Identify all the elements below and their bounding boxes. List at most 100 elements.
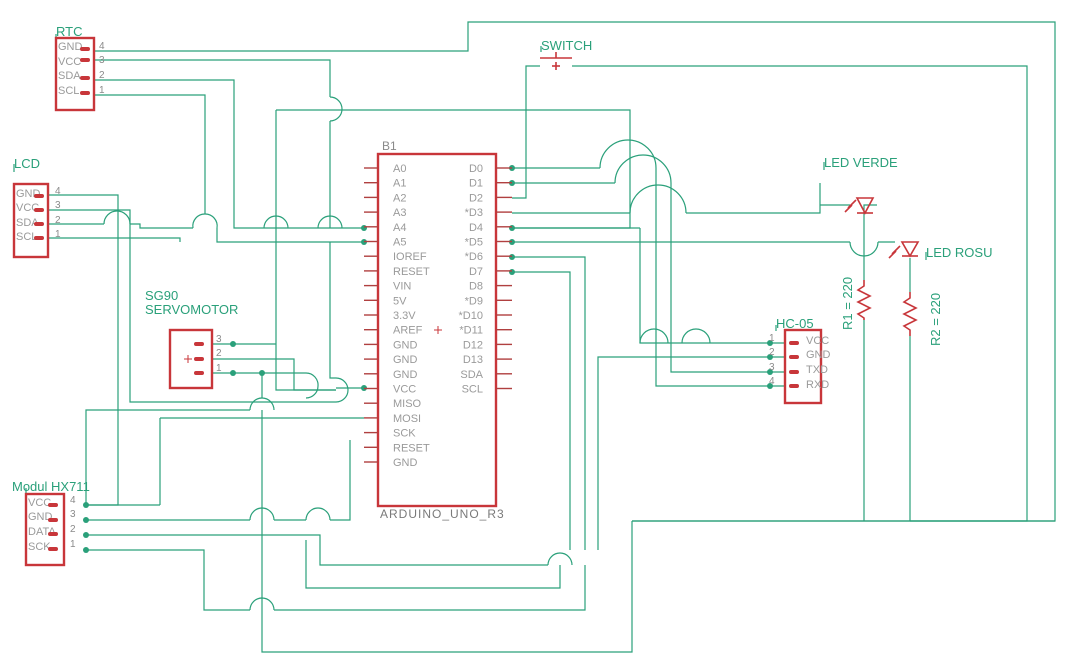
lcd-pin-mark [34,222,44,226]
led-red-arrow [888,250,897,259]
arduino-pin-label: AREF [393,325,423,337]
rtc-pin-label: SCL [58,85,79,97]
lcd-pin-label: SDA [16,217,39,229]
rtc-pin-number: 1 [99,85,105,96]
servo-pin-mark [194,342,204,346]
arduino-pin-label: D13 [463,354,483,366]
rtc-pin-mark [80,76,90,80]
arduino-pin-label: VIN [393,281,411,293]
rtc-module: RTC GND VCC SDA SCL 4 3 2 1 [54,24,105,112]
arduino-pin-label: D2 [469,192,483,204]
lcd-pin-number: 1 [55,229,61,240]
lcd-module: LCD GND VCC SDA SCL 4 3 2 1 [12,156,61,259]
wire-rtc-scl-b [216,228,364,243]
wire-a5-hop [317,215,343,229]
hx711-pin-label: SCK [28,541,51,553]
arduino-pin-label: SCK [393,428,416,440]
switch-title: SWITCH [541,38,592,53]
arduino-pin-label: SDA [460,369,483,381]
arduino-pin-label: *D5 [465,237,483,249]
wire-rtc-scl-hop [192,213,218,229]
servo-pin-mark [194,371,204,375]
wire-hc05-vcc-hop [639,328,669,344]
led-green-arrow [844,204,853,213]
arduino-board: B1 ARDUINO_UNO_R3 A0A1A2A3A4A5IOREFRESET… [364,139,512,521]
junction [767,383,773,389]
rtc-pin-label: SDA [58,70,81,82]
junction [83,547,89,553]
servo-pin-mark [194,357,204,361]
wire-hx711-sck-b [274,565,586,611]
arduino-pin-label: *D9 [465,295,483,307]
junction [83,517,89,523]
arduino-pin-label: 3.3V [393,310,416,322]
wire-rtc-scl [94,94,206,214]
hx711-pin-mark [48,503,58,507]
hx711-outline [24,492,66,567]
resistor-r2: R2 = 220 [902,292,943,346]
lcd-title: LCD [14,156,40,171]
wire-hx711-gnd2-c [330,440,351,521]
rtc-pin-label: VCC [58,56,81,68]
wire-d3-b [686,183,821,214]
servo-title-line2: SERVOMOTOR [145,302,238,317]
arduino-pin-label: *D6 [465,251,483,263]
lcd-pin-number: 2 [55,215,61,226]
led-red-title: LED ROSU [926,245,992,260]
wire-hc05-gnd-hop [681,328,711,344]
lcd-pin-mark [34,208,44,212]
arduino-pin-label: A5 [393,237,406,249]
led-green-title: LED VERDE [824,155,898,170]
wire-d6-route [512,256,586,550]
hx711-pin-mark [48,532,58,536]
lcd-pin-number: 4 [55,186,61,197]
hx711-pin-mark [48,547,58,551]
arduino-right-pins: D0D1D2*D3D4*D5*D6D7D8*D9*D10*D11D12D13SD… [459,163,512,396]
hx711-pin-number: 2 [70,524,76,535]
hx711-pin-label: VCC [28,497,51,509]
arduino-pin-label: RESET [393,442,430,454]
wire-rtc-vcc [94,59,331,97]
lcd-pin-label: VCC [16,202,39,214]
led-green: LED VERDE [823,155,898,215]
arduino-pin-label: D4 [469,222,483,234]
wire-vcc-rail [275,110,336,391]
wire-hx711-gnd2-hop2 [305,507,331,521]
wire-switch-left [512,65,540,199]
servo-pin-number: 2 [216,348,222,359]
junction [230,370,236,376]
junction [83,532,89,538]
servo-outline [168,328,214,390]
hx711-pin-number: 1 [70,539,76,550]
hc05-outline [783,328,823,405]
wire-hx711-sck-hop [249,597,275,611]
wire-d6-hop [547,552,573,566]
hc05-pin-label: RXD [806,379,829,391]
wire-lcd-sda-hop [103,210,131,225]
wire-hx711-data [86,534,548,566]
junction [509,269,515,275]
wire-hx711-gnd2-hop [249,507,275,521]
arduino-value: ARDUINO_UNO_R3 [380,507,505,521]
servo-pin-number: 3 [216,334,222,345]
rtc-title: RTC [56,24,82,39]
wire-hc05-vcc [639,228,785,344]
wire-led-green-out [863,204,877,280]
hx711-pin-mark [48,518,58,522]
arduino-pin-label: GND [393,457,418,469]
rtc-pin-mark [80,47,90,51]
junction [509,225,515,231]
junction [230,341,236,347]
wire-top-bus [276,109,631,229]
wire-servo-1-hop [305,372,319,399]
hx711-pin-label: GND [28,511,53,523]
rtc-pin-mark [80,91,90,95]
servo-pin-number: 1 [216,363,222,374]
arduino-left-pins: A0A1A2A3A4A5IOREFRESETVIN5V3.3VAREFGNDGN… [364,163,430,469]
lcd-pin-mark [34,236,44,240]
hc05-pin-mark [789,341,799,345]
wire-a5-drop [329,242,336,379]
wire-servo-gnd-b [261,410,633,653]
wire-hc05-gnd [597,356,785,550]
